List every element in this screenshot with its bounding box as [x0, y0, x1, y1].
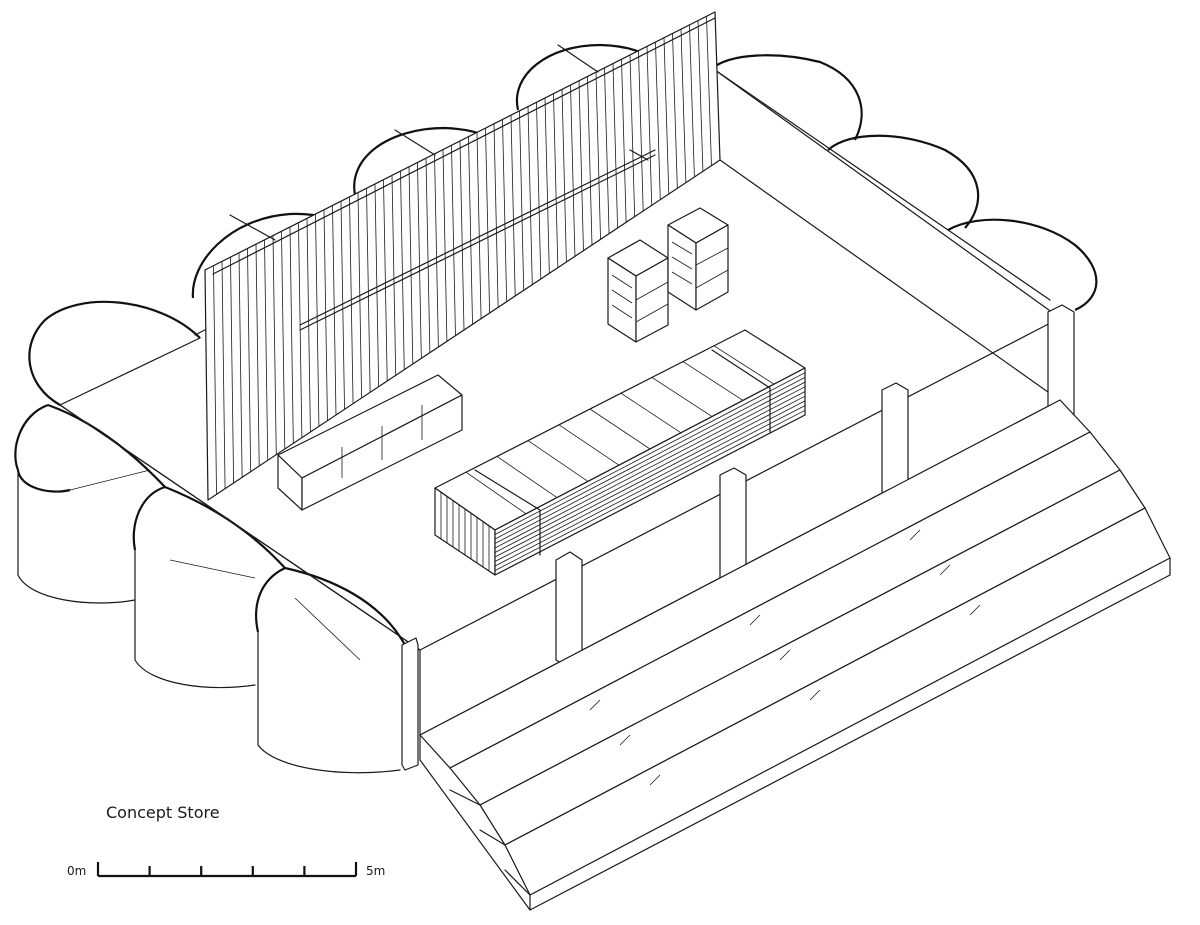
wall-rib: [221, 261, 226, 489]
stack-top-line: [651, 377, 713, 417]
wall-rib: [476, 132, 482, 319]
wall-rib: [400, 171, 405, 370]
wall-rib: [459, 140, 465, 331]
wall-rib: [663, 37, 670, 195]
stack-top-line: [558, 424, 620, 466]
wall-rib: [519, 110, 525, 291]
wall-rib: [213, 265, 217, 495]
drawing-title: Concept Store: [106, 803, 220, 822]
stack-layer-line: [494, 381, 806, 544]
wall-rib: [527, 106, 533, 285]
wall-rib: [451, 145, 456, 336]
wall-rib: [417, 162, 422, 359]
stack-layer-line: [494, 372, 806, 535]
wall-rib: [510, 115, 516, 297]
shelving-unit-right: [667, 207, 729, 311]
wall-rib: [536, 102, 542, 280]
wall-rib: [587, 76, 593, 246]
wall-rib: [570, 85, 576, 257]
stacked-display: [434, 329, 806, 576]
stack-top-line: [527, 440, 589, 482]
wall-rib: [425, 158, 431, 353]
wall-rib: [689, 24, 695, 178]
wall-rib: [578, 80, 584, 251]
wall-rib: [706, 16, 712, 166]
stack-layer-line: [494, 395, 806, 558]
wall-rib: [612, 63, 618, 229]
wall-rib: [264, 239, 269, 461]
stack-layer-line: [494, 391, 806, 553]
shelving-unit-left: [607, 239, 669, 343]
wall-rib: [374, 183, 380, 387]
bleacher-steps: [419, 399, 1171, 911]
wall-rib: [680, 29, 687, 183]
stack-layer-line: [494, 405, 806, 567]
stack-top-line: [465, 471, 527, 515]
wall-rib: [493, 123, 499, 308]
wall-rib: [502, 119, 508, 302]
stack-top-line: [496, 456, 558, 498]
wall-rib: [272, 235, 277, 455]
wall-rib: [315, 214, 320, 427]
wall-rib: [434, 153, 439, 348]
wall-rib: [442, 149, 448, 342]
wall-rib: [366, 188, 371, 393]
stack-layer-line: [494, 409, 806, 571]
wall-rib: [561, 89, 567, 263]
wall-rib: [595, 72, 601, 240]
stack-top-line: [620, 392, 682, 434]
wall-rib: [238, 252, 243, 478]
wall-rib: [247, 248, 252, 472]
wall-rib: [340, 201, 345, 410]
stack-top-line: [713, 345, 775, 385]
stack-layer-line: [494, 400, 806, 562]
stack-top-line: [682, 361, 744, 401]
wall-rib: [638, 50, 644, 212]
wall-rib: [230, 257, 234, 484]
stack-top-line: [589, 408, 651, 450]
wall-rib: [485, 128, 490, 314]
wall-rib: [646, 46, 653, 206]
stack-layer-line: [494, 386, 806, 549]
low-shelf: [277, 374, 463, 511]
corrugated-wall: [204, 11, 721, 501]
wall-rib: [544, 97, 550, 274]
wall-rib: [383, 179, 388, 382]
scale-end-label: 5m: [366, 864, 386, 878]
wall-rib: [255, 244, 260, 467]
wall-rib: [553, 93, 559, 268]
wall-rib: [323, 209, 328, 421]
wall-rib: [621, 59, 627, 223]
wall-rib: [391, 175, 397, 376]
front-posts: [401, 304, 1075, 771]
wall-rib: [672, 33, 678, 189]
stack-layer-line: [494, 377, 806, 540]
wall-rib: [289, 226, 294, 444]
wall-rib: [281, 231, 286, 450]
wall-rib: [468, 136, 473, 325]
wall-rib: [629, 54, 636, 217]
wall-rib: [332, 205, 337, 416]
scale-start-label: 0m: [67, 864, 87, 878]
scale-bar: [96, 862, 358, 878]
wall-rib: [655, 42, 661, 200]
wall-rib: [604, 67, 610, 234]
wall-rib: [408, 166, 414, 365]
wall-rib: [697, 20, 704, 172]
